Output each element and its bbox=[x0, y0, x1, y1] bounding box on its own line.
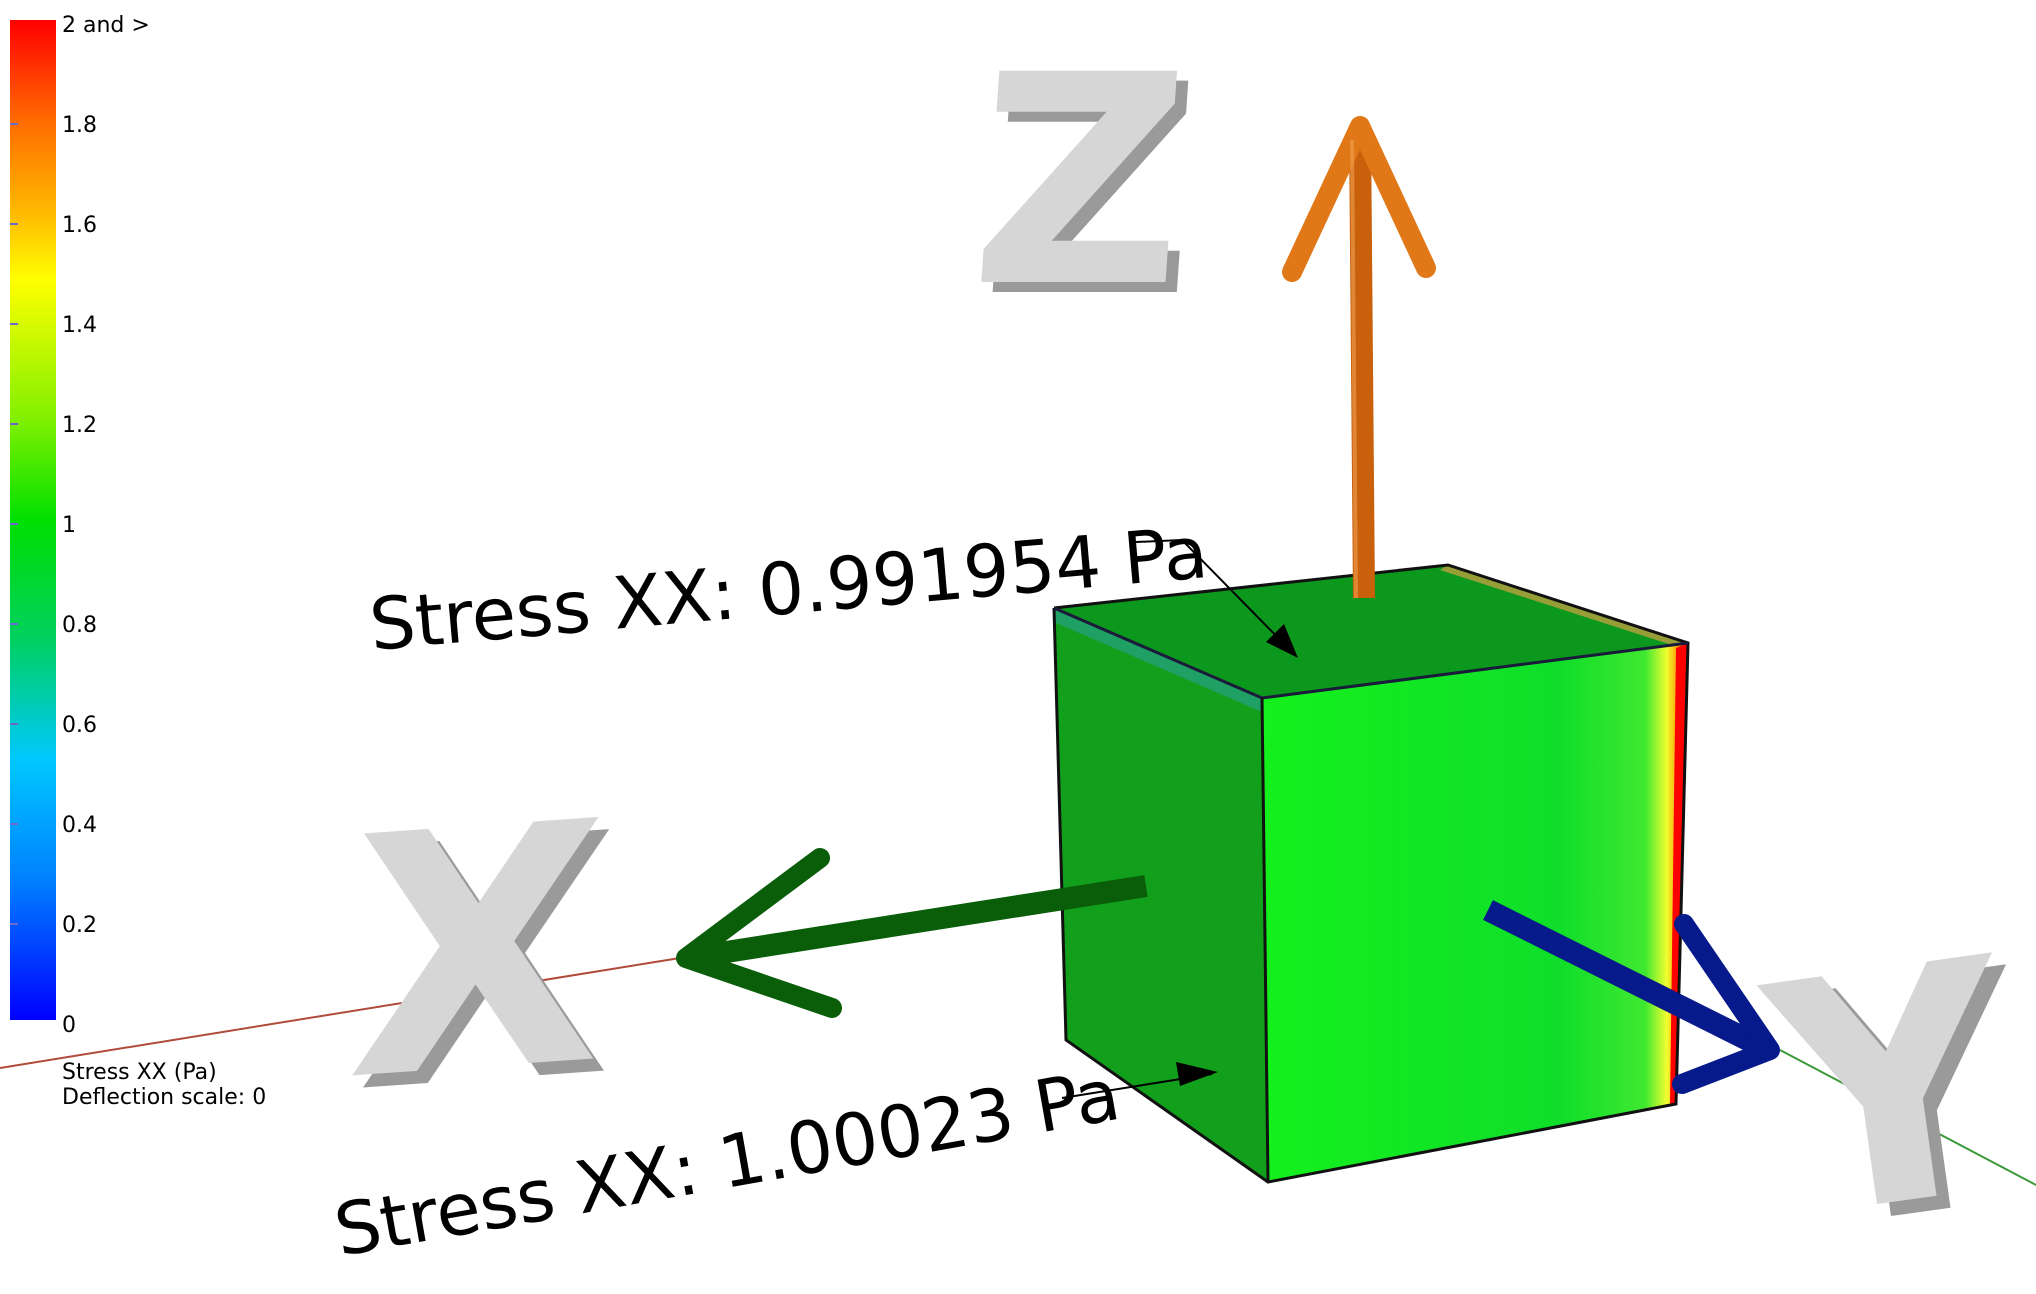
legend-tick-label: 1.8 bbox=[62, 113, 97, 138]
y-axis-arrow[interactable] bbox=[1483, 900, 1780, 1094]
cube-top-face-edge-glow bbox=[1440, 565, 1688, 647]
cube-vertical-edge bbox=[1260, 697, 1270, 1183]
legend-colorbar bbox=[10, 20, 56, 1020]
y-letter: Y bbox=[1746, 890, 2035, 1292]
cube-left-face-edge-glow bbox=[1054, 608, 1262, 712]
legend-tick-label: 0 bbox=[62, 1013, 76, 1038]
legend-max-label: 2 and > bbox=[62, 13, 150, 38]
legend-footer: Stress XX (Pa) Deflection scale: 0 bbox=[62, 1060, 266, 1110]
x-axis-ground-line bbox=[0, 957, 681, 1069]
legend-tick-marks bbox=[10, 123, 18, 925]
legend-quantity-label: Stress XX (Pa) bbox=[62, 1060, 217, 1085]
y-axis-label-3d: Y Y bbox=[1746, 890, 2036, 1294]
cube-outline bbox=[1052, 563, 1690, 1184]
x-letter: X bbox=[343, 751, 610, 1155]
legend-tick-label: 0.4 bbox=[62, 813, 97, 838]
z-axis-arrow[interactable] bbox=[1282, 116, 1436, 599]
legend-tick-label: 1.4 bbox=[62, 313, 97, 338]
cube-front-face[interactable] bbox=[1262, 643, 1688, 1182]
probe-top-leader bbox=[1135, 538, 1293, 653]
legend-tick-label: 0.8 bbox=[62, 613, 97, 638]
legend-tick-label: 1.2 bbox=[62, 413, 97, 438]
legend-tick-label: 0.6 bbox=[62, 713, 97, 738]
stress-cube[interactable] bbox=[1052, 563, 1690, 1184]
z-letter-shadow: Z bbox=[975, 23, 1209, 361]
z-letter: Z bbox=[963, 13, 1197, 351]
legend-tick-label: 1 bbox=[62, 513, 76, 538]
legend-tick-label: 1.6 bbox=[62, 213, 97, 238]
z-axis-label-3d: Z Z bbox=[963, 13, 1208, 361]
x-axis-arrow[interactable] bbox=[676, 848, 1148, 1018]
color-legend: 2 and > 1.8 1.6 1.4 1.2 1 0.8 0.6 0.4 0.… bbox=[10, 13, 150, 1038]
x-axis-label-3d: X X bbox=[343, 751, 621, 1167]
legend-deflection-label: Deflection scale: 0 bbox=[62, 1085, 267, 1110]
legend-tick-label: 0.2 bbox=[62, 913, 97, 938]
probe-front-arrowhead bbox=[1176, 1062, 1218, 1086]
probe-top-arrowhead bbox=[1266, 624, 1298, 658]
cube-left-face[interactable] bbox=[1054, 608, 1268, 1182]
y-axis-ground-line bbox=[1779, 1049, 2036, 1186]
y-letter-shadow: Y bbox=[1760, 902, 2036, 1294]
x-letter-shadow: X bbox=[354, 764, 621, 1168]
